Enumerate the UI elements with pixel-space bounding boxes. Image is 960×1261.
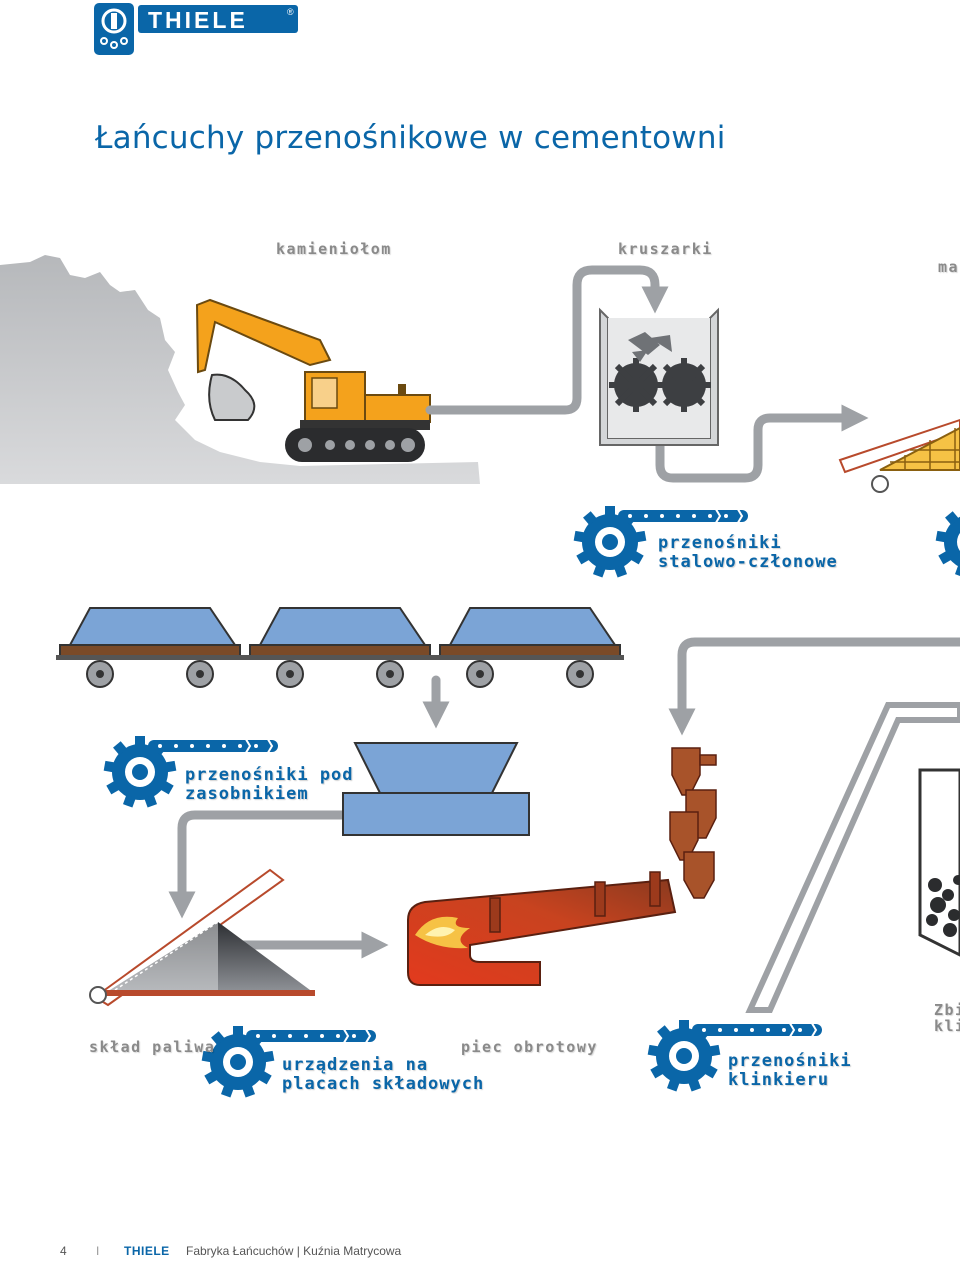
label-bunker-conveyors: przenośniki pod zasobnikiem <box>185 766 354 804</box>
thiele-logo: THIELE ® <box>94 3 298 55</box>
label-fuel-store: skład paliwa <box>89 1038 216 1056</box>
page-title: Łańcuchy przenośnikowe w cementowni <box>95 120 726 156</box>
crusher <box>599 307 719 446</box>
rotary-kiln <box>407 747 717 986</box>
label-bunker-conveyors-line2: zasobnikiem <box>185 784 309 804</box>
railway-wagons <box>56 607 624 688</box>
page-number: 4 <box>60 1244 67 1258</box>
cement-plant-diagram: kamieniołom kruszarki ma przenośniki sta… <box>0 200 960 1120</box>
label-clinker-conveyors: przenośniki klinkieru <box>728 1052 852 1090</box>
label-storage-devices-line1: urządzenia na <box>282 1055 429 1075</box>
label-storage-devices: urządzenia na placach składowych <box>282 1056 484 1094</box>
page-footer: 4 I THIELE Fabryka Łańcuchów | Kuźnia Ma… <box>0 1240 960 1260</box>
label-cut-right-line2: klin <box>934 1017 960 1035</box>
logo-text: THIELE <box>148 7 248 33</box>
label-quarry: kamieniołom <box>276 240 392 258</box>
registered-mark: ® <box>287 7 294 17</box>
belt-conveyor-right <box>838 418 960 493</box>
fuel-store <box>89 868 315 1007</box>
label-clinker-conveyors-line1: przenośniki <box>728 1051 852 1071</box>
label-clinker-conveyors-line2: klinkieru <box>728 1070 830 1090</box>
footer-company: Fabryka Łańcuchów | Kuźnia Matrycowa <box>186 1244 402 1258</box>
flow-arrows <box>168 265 960 959</box>
quarry-rock <box>0 255 480 484</box>
footer-brand: THIELE <box>124 1244 170 1258</box>
label-storage-devices-line2: placach składowych <box>282 1074 485 1094</box>
clinker-silo <box>745 702 960 1013</box>
excavator <box>195 298 431 462</box>
sprocket-chain-icon-right-cut <box>935 506 960 578</box>
label-rotary-kiln: piec obrotowy <box>461 1038 598 1056</box>
footer-separator: I <box>96 1244 100 1258</box>
label-steel-conveyors: przenośniki stalowo-członowe <box>658 534 838 572</box>
label-cut-right-bottom: Zbi klin <box>934 1002 960 1034</box>
label-bunker-conveyors-line1: przenośniki pod <box>185 765 354 785</box>
label-steel-conveyors-line1: przenośniki <box>658 533 782 553</box>
label-steel-conveyors-line2: stalowo-członowe <box>658 552 838 572</box>
label-cut-right-top: ma <box>938 258 960 276</box>
label-cut-right-line1: Zbi <box>934 1001 960 1019</box>
hopper <box>342 742 530 836</box>
label-crushers: kruszarki <box>618 240 713 258</box>
